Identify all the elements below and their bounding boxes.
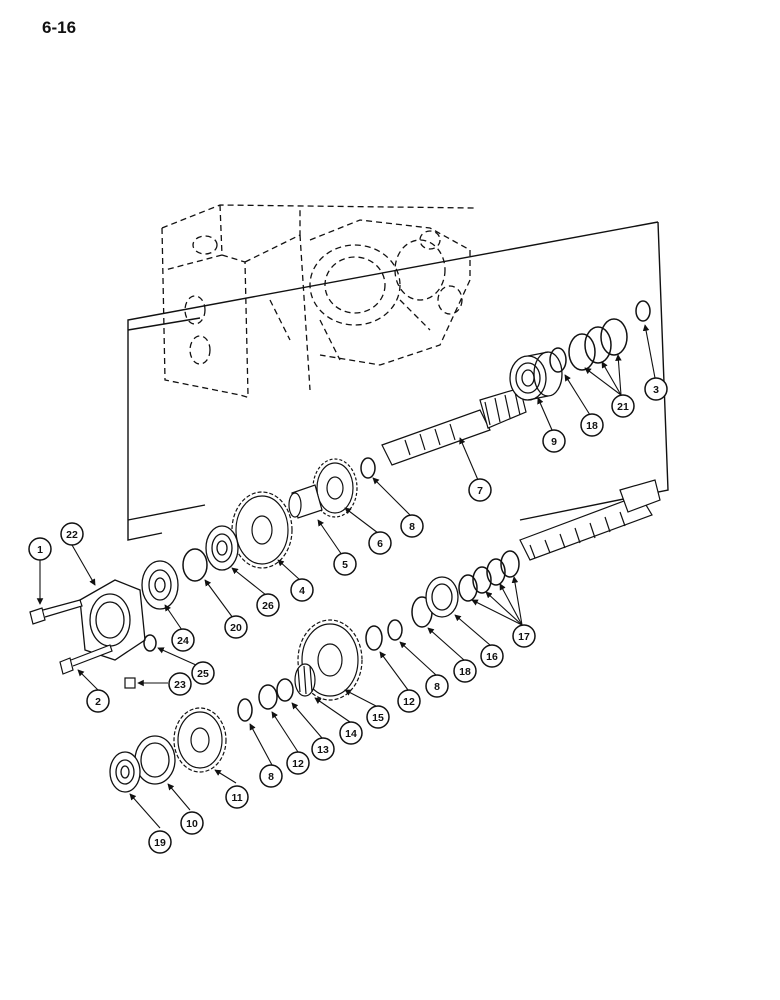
gear-6: [312, 458, 358, 518]
callout-10: 10: [180, 811, 204, 835]
cover-housing-22: [79, 579, 146, 661]
gear-11: [173, 707, 227, 773]
callout-16: 16: [480, 644, 504, 668]
plug-23: [124, 677, 136, 689]
callout-12-mid: 12: [397, 689, 421, 713]
svg-text:1: 1: [37, 544, 43, 556]
svg-text:24: 24: [177, 635, 189, 647]
svg-text:20: 20: [230, 622, 242, 634]
needle-bearing-14: [294, 663, 316, 697]
shim-rings-21: [568, 318, 628, 371]
svg-text:9: 9: [551, 436, 557, 448]
svg-text:17: 17: [518, 631, 530, 643]
bearing-16: [425, 576, 459, 618]
gear-4: [231, 491, 293, 569]
callout-13: 13: [311, 737, 335, 761]
callout-12-lower: 12: [286, 751, 310, 775]
shims-17: [458, 550, 520, 602]
gear-15: [297, 619, 363, 701]
callout-24: 24: [171, 628, 195, 652]
callout-5: 5: [333, 552, 357, 576]
svg-text:8: 8: [434, 681, 440, 693]
svg-text:23: 23: [174, 679, 186, 691]
callout-7: 7: [468, 478, 492, 502]
callout-6: 6: [368, 531, 392, 555]
snap-ring-20: [182, 548, 208, 582]
svg-text:8: 8: [268, 771, 274, 783]
callout-4: 4: [290, 578, 314, 602]
ring-12-mid: [365, 625, 383, 651]
snap-ring-8-lower: [237, 698, 253, 722]
svg-text:22: 22: [66, 529, 78, 541]
snap-ring-8-mid: [387, 619, 403, 641]
bearing-19: [109, 751, 141, 793]
bolt-2: [59, 644, 113, 675]
callout-3: 3: [644, 377, 668, 401]
svg-text:12: 12: [403, 696, 415, 708]
callout-8-mid: 8: [425, 674, 449, 698]
callout-8-upper: 8: [400, 514, 424, 538]
upper-shaft: [381, 387, 527, 466]
callout-18-upper: 18: [580, 413, 604, 437]
svg-text:18: 18: [586, 420, 598, 432]
svg-text:5: 5: [342, 559, 348, 571]
svg-text:26: 26: [262, 600, 274, 612]
sleeve-5: [288, 484, 323, 519]
svg-text:14: 14: [345, 728, 357, 740]
collar-10: [134, 735, 176, 785]
washer-13: [276, 678, 294, 702]
callout-22: 22: [60, 522, 84, 546]
svg-text:4: 4: [299, 585, 305, 597]
svg-text:12: 12: [292, 758, 304, 770]
svg-text:7: 7: [477, 485, 483, 497]
bolt-1: [29, 599, 83, 625]
svg-text:2: 2: [95, 696, 101, 708]
transmission-housing: [161, 204, 476, 399]
callout-20: 20: [224, 615, 248, 639]
callout-19: 19: [148, 830, 172, 854]
snap-ring-18-upper: [549, 347, 567, 373]
leader-lines: [36, 324, 656, 829]
callout-8-lower: 8: [259, 764, 283, 788]
svg-text:13: 13: [317, 744, 329, 756]
svg-text:19: 19: [154, 837, 166, 849]
svg-text:10: 10: [186, 818, 198, 830]
callout-14: 14: [339, 721, 363, 745]
svg-text:15: 15: [372, 712, 384, 724]
callout-11: 11: [225, 785, 249, 809]
seal-25: [143, 634, 157, 652]
svg-text:3: 3: [653, 384, 659, 396]
assembly-frame: [127, 221, 669, 541]
callout-21: 21: [611, 394, 635, 418]
callout-23: 23: [168, 672, 192, 696]
callout-17: 17: [512, 624, 536, 648]
svg-text:6: 6: [377, 538, 383, 550]
svg-text:25: 25: [197, 668, 209, 680]
callout-15: 15: [366, 705, 390, 729]
svg-text:18: 18: [459, 666, 471, 678]
ring-12-lower: [258, 684, 278, 710]
bearing-9: [509, 351, 563, 401]
callout-2: 2: [86, 689, 110, 713]
callout-1: 1: [28, 537, 52, 561]
lower-shaft: [519, 479, 661, 561]
callout-18-lower: 18: [453, 659, 477, 683]
svg-text:16: 16: [486, 651, 498, 663]
callout-25: 25: [191, 661, 215, 685]
callout-26: 26: [256, 593, 280, 617]
snap-ring-3: [635, 300, 651, 322]
bearing-24: [141, 560, 179, 610]
svg-text:11: 11: [231, 792, 242, 804]
svg-text:21: 21: [617, 401, 629, 413]
svg-text:8: 8: [409, 521, 415, 533]
page-number: 6-16: [42, 18, 77, 37]
callout-9: 9: [542, 429, 566, 453]
snap-ring-8-upper: [360, 457, 376, 479]
bearing-26: [205, 525, 239, 571]
